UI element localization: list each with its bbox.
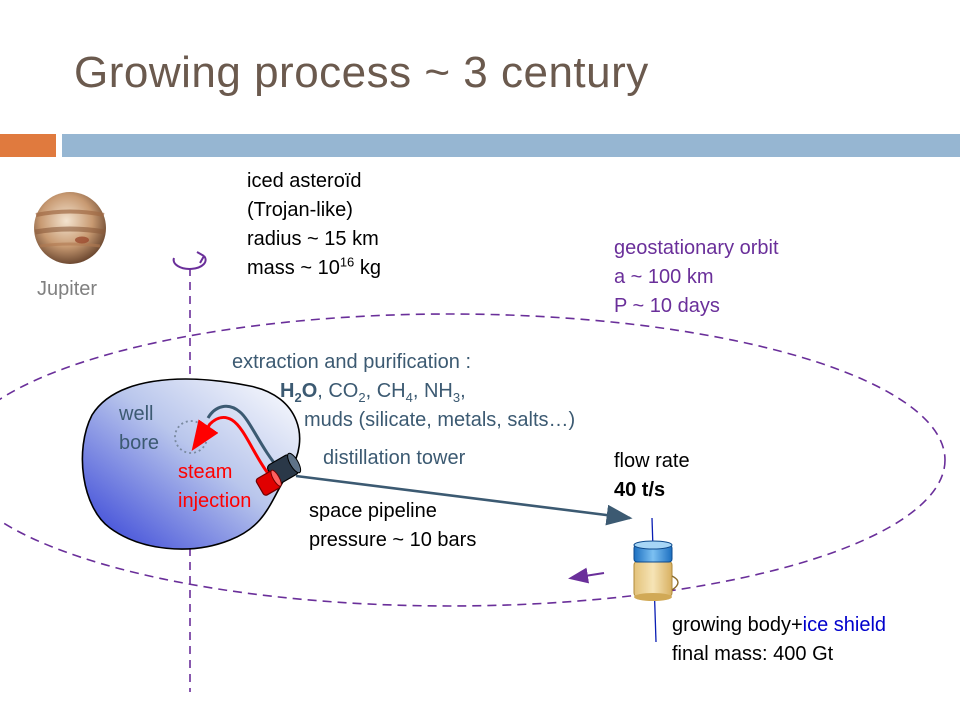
ice-shield-label: ice shield xyxy=(802,614,887,636)
asteroid-shape xyxy=(81,378,301,550)
orbit-description: geostationary orbit a ~ 100 km P ~ 10 da… xyxy=(614,234,779,321)
orbit-ellipse xyxy=(0,313,946,607)
flow-rate-value: 40 t/s xyxy=(614,479,666,501)
orbit-line-2: a ~ 100 km xyxy=(614,266,714,288)
space-pipeline-label: space pipeline pressure ~ 10 bars xyxy=(309,500,477,551)
orbit-line-1: geostationary orbit xyxy=(614,237,779,259)
title-accent-bar xyxy=(0,134,56,157)
distillation-tower-icon xyxy=(255,452,302,496)
growing-body-icon xyxy=(633,517,679,643)
extraction-muds: muds (silicate, metals, salts…) xyxy=(304,409,576,431)
rotation-arrow-icon xyxy=(172,251,207,270)
extraction-pipe xyxy=(206,404,282,472)
extraction-heading: extraction and purification : xyxy=(232,351,472,373)
title-underline-bar xyxy=(62,134,960,157)
asteroid-line-4: mass ~ 1016 kg xyxy=(247,254,381,279)
well-bore-label: well bore xyxy=(119,403,160,454)
orbit-line-3: P ~ 10 days xyxy=(614,295,720,317)
growing-body-label: growing body+ice shield final mass: 400 … xyxy=(672,611,886,669)
steam-injection-label: steam injection xyxy=(178,461,252,512)
flow-rate-label: flow rate 40 t/s xyxy=(614,447,690,505)
final-mass-label: final mass: 400 Gt xyxy=(672,643,834,665)
space-pipeline xyxy=(295,474,633,526)
distillation-tower-label: distillation tower xyxy=(323,447,466,469)
orbit-direction-arrow xyxy=(568,567,605,584)
jupiter-icon xyxy=(34,192,106,264)
asteroid-description: iced asteroïd (Trojan-like) radius ~ 15 … xyxy=(247,167,381,283)
asteroid-line-1: iced asteroïd xyxy=(247,170,362,192)
jupiter-label: Jupiter xyxy=(37,278,98,300)
extraction-compounds: H2O, CO2, CH4, NH3, xyxy=(280,380,466,405)
asteroid-line-2: (Trojan-like) xyxy=(247,199,353,221)
asteroid-line-3: radius ~ 15 km xyxy=(247,228,379,250)
steam-line xyxy=(191,416,272,477)
page-title: Growing process ~ 3 century xyxy=(74,48,649,97)
